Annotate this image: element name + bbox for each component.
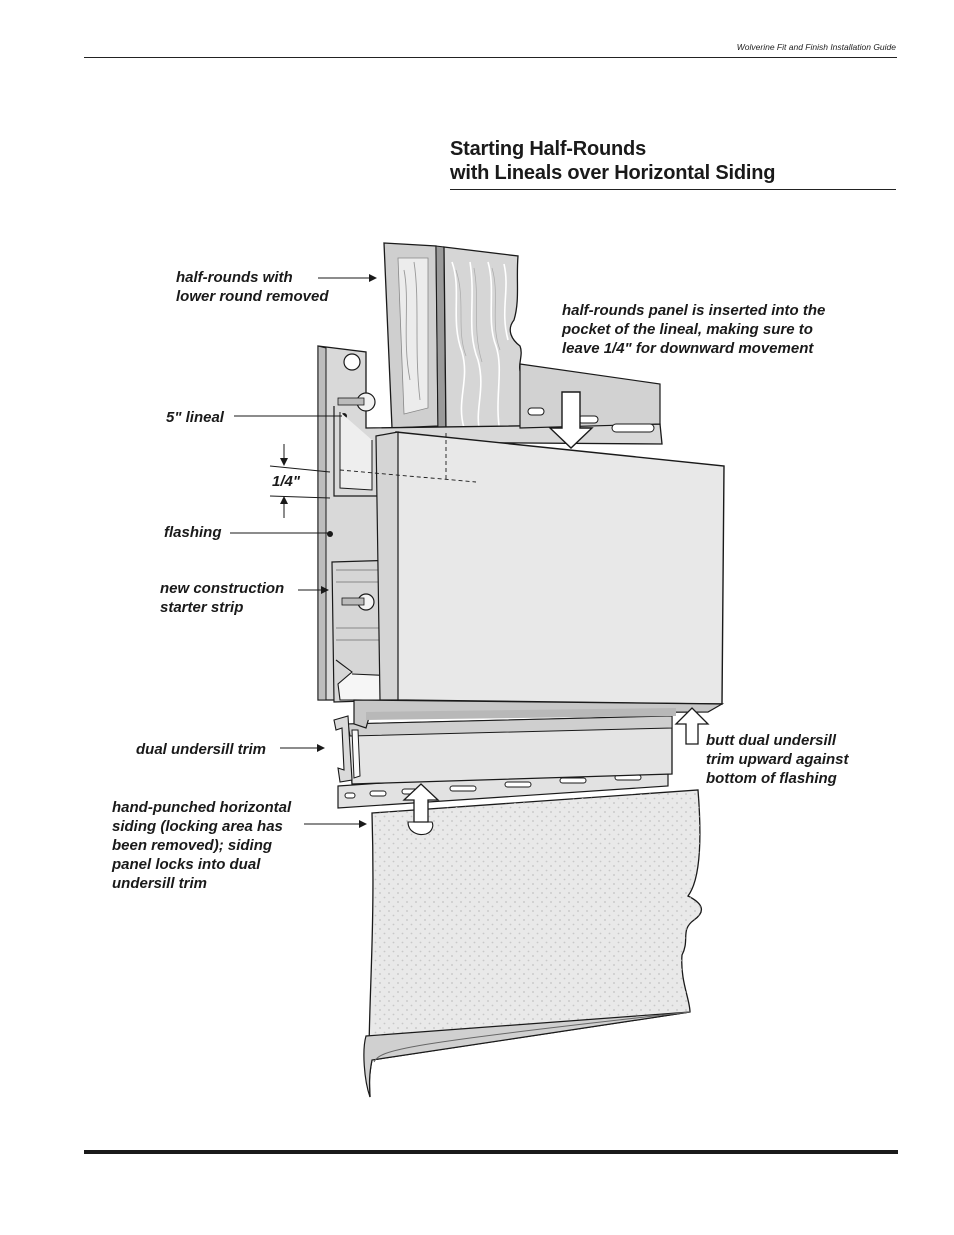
main-panel <box>353 431 725 729</box>
callout-undersill: dual undersill trim <box>136 741 267 758</box>
half-rounds-panel <box>383 242 523 435</box>
running-header: Wolverine Fit and Finish Installation Gu… <box>736 42 896 52</box>
callout-lineal: 5" lineal <box>166 409 224 426</box>
dim-line-bottom <box>269 495 331 499</box>
down-arrow-icon <box>548 391 594 449</box>
callout-panel-inserted: half-rounds panel is inserted into the p… <box>562 302 826 357</box>
callout-butt-undersill: butt dual undersill trim upward against … <box>706 732 849 787</box>
up-arrow-icon <box>674 707 710 745</box>
title-rule <box>450 189 896 190</box>
page-title: Starting Half-Rounds with Lineals over H… <box>450 137 896 185</box>
dim-line-top <box>269 465 331 473</box>
dual-undersill-trim <box>333 715 673 785</box>
up-arrow-icon-2 <box>402 783 440 823</box>
page-title-line-1: Starting Half-Rounds <box>450 138 646 160</box>
horizontal-siding <box>337 763 703 1098</box>
callout-hand-punched: hand-punched horizontal siding (locking … <box>112 799 292 892</box>
callout-half-rounds: half-rounds with lower round removed <box>176 269 329 305</box>
callout-gap-dimension: 1/4" <box>272 473 300 490</box>
callout-starter-strip: new construction starter strip <box>160 580 285 616</box>
footer-rule <box>84 1150 898 1154</box>
callout-flashing: flashing <box>164 524 222 541</box>
header-rule <box>84 57 897 58</box>
page-title-line-2: with Lineals over Horizontal Siding <box>450 162 776 184</box>
